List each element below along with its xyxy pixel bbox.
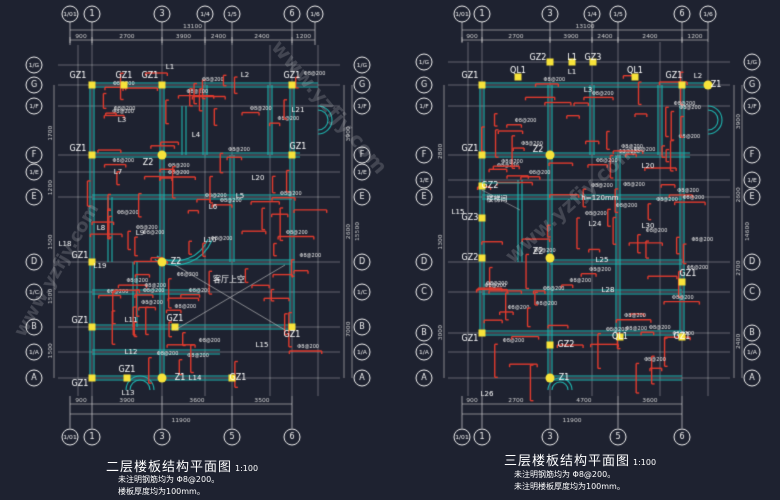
right-plan-note-1: 未注明钢筋均为 Φ8@200。 <box>514 470 616 479</box>
left-plan-note-2: 楼板厚度均为100mm。 <box>118 487 205 496</box>
right-plan-note-2: 未注明楼板厚度均为100mm。 <box>514 482 625 491</box>
left-plan-scale: 1:100 <box>235 464 259 473</box>
left-plan-title-text: 二层楼板结构平面图 <box>106 460 233 475</box>
right-plan-scale: 1:100 <box>633 458 657 467</box>
left-plan-note-1: 未注明钢筋均为 Φ8@200。 <box>118 475 220 484</box>
right-plan-title-text: 三层楼板结构平面图 <box>504 454 631 469</box>
